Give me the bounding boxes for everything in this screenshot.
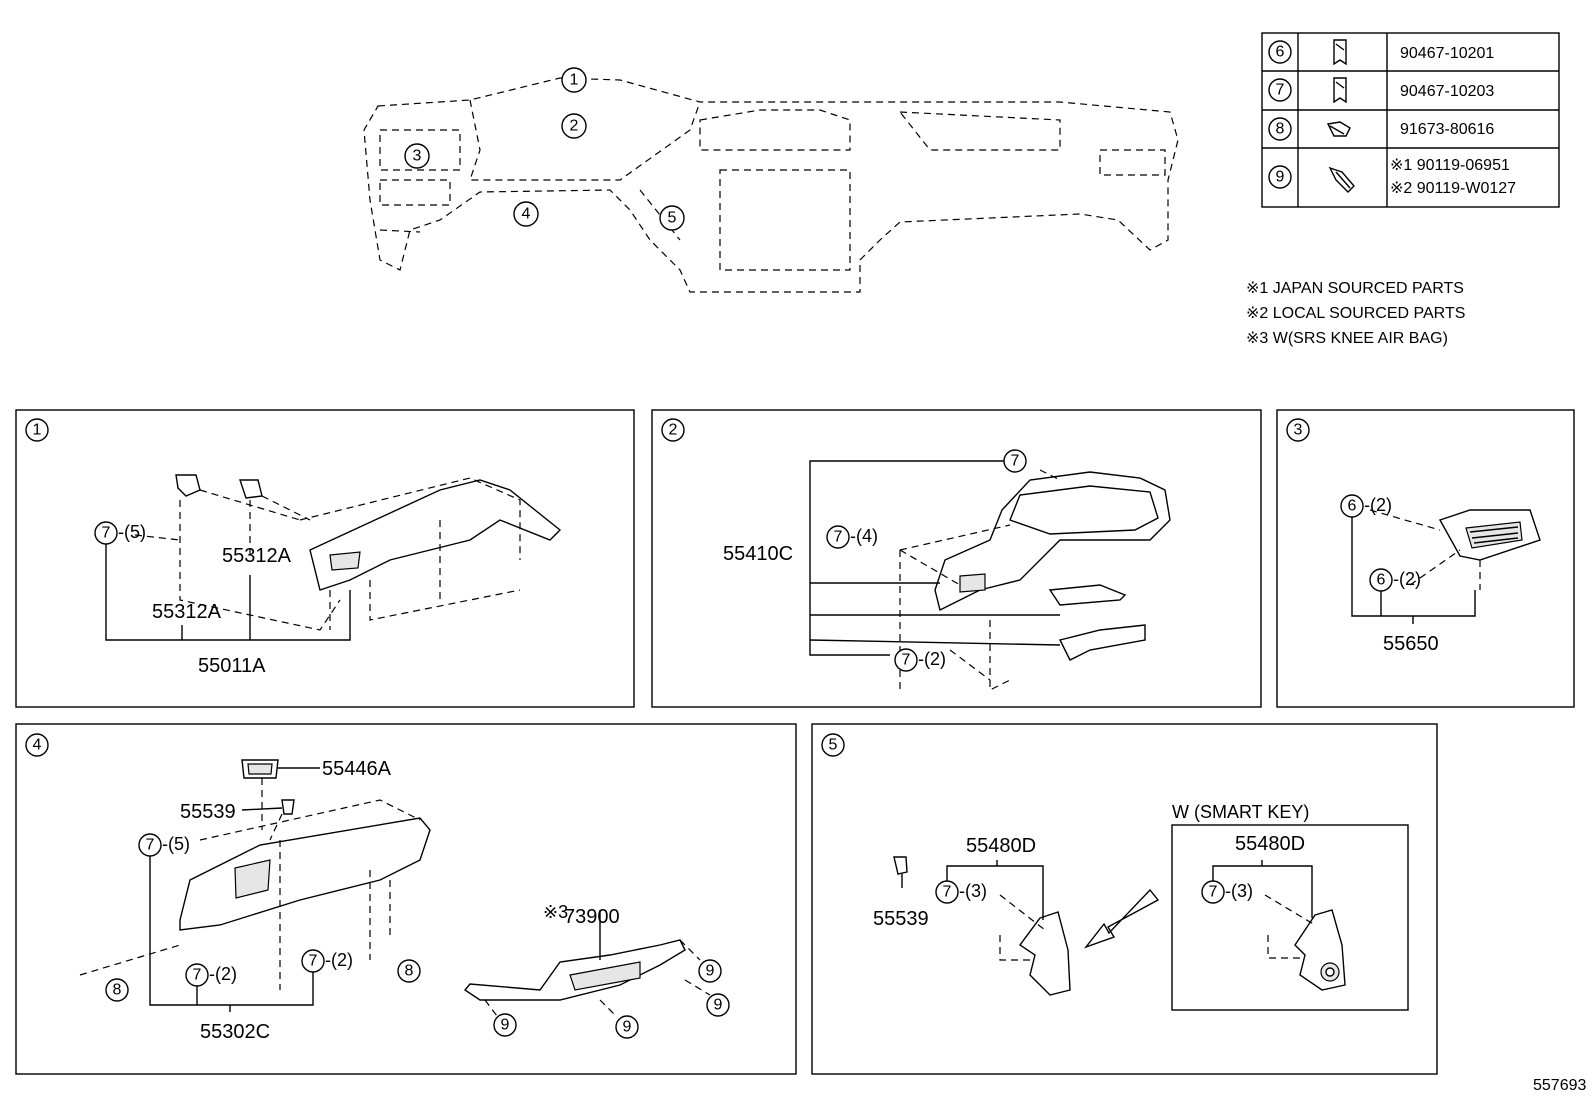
svg-text:2: 2 (570, 118, 579, 135)
part-number: 55539 (873, 908, 929, 930)
svg-text:90467-10201: 90467-10201 (1400, 45, 1494, 62)
overview-callout-1[interactable]: 1 (561, 67, 587, 93)
note-local: ※2 LOCAL SOURCED PARTS (1246, 305, 1465, 322)
table-row[interactable]: 7 90467-10203 (1268, 77, 1494, 104)
smart-key-label: W (SMART KEY) (1172, 802, 1309, 822)
panel-4-callout[interactable]: 4 (25, 733, 49, 757)
svg-text:7: 7 (102, 525, 111, 542)
svg-text:4: 4 (522, 206, 531, 223)
svg-text:-(2): -(2) (1393, 569, 1421, 589)
svg-text:7: 7 (1276, 82, 1285, 99)
table-row[interactable]: 9 ※1 90119-06951 ※2 90119-W0127 (1268, 157, 1516, 197)
svg-text:3: 3 (1294, 422, 1303, 439)
dashboard-overview (363, 77, 1179, 293)
svg-text:1: 1 (33, 422, 42, 439)
overview-callout-4[interactable]: 4 (513, 201, 539, 227)
svg-text:7: 7 (902, 652, 911, 669)
svg-text:5: 5 (829, 737, 838, 754)
svg-text:7: 7 (309, 953, 318, 970)
svg-text:6: 6 (1348, 498, 1357, 515)
table-row[interactable]: 8 91673-80616 (1268, 117, 1494, 141)
clip-icon (1333, 39, 1347, 66)
svg-text:9: 9 (501, 1017, 510, 1034)
svg-text:7: 7 (1011, 453, 1020, 470)
svg-text:-(2): -(2) (1364, 495, 1392, 515)
panel-4: 4 55446A 55539 7 -(5) 7 -(2) 7 -(2) 8 8 (15, 723, 797, 1075)
part-number: 55539 (180, 801, 236, 823)
svg-text:6: 6 (1276, 44, 1285, 61)
svg-text:8: 8 (1276, 121, 1285, 138)
part-number: 55446A (322, 758, 392, 780)
fastener-table (1261, 32, 1560, 208)
svg-text:9: 9 (1276, 169, 1285, 186)
svg-text:5: 5 (668, 210, 677, 227)
part-number: 55480D (1235, 833, 1305, 855)
clip-icon (1333, 77, 1347, 104)
panel-1: 1 7 -(5) 55312A 55312A 55011A (15, 409, 635, 708)
panel-5-callout[interactable]: 5 (821, 733, 845, 757)
svg-text:7: 7 (193, 967, 202, 984)
svg-text:-(2): -(2) (918, 649, 946, 669)
panel-2: 2 7 7 -(4) 7 -(2) 55410C (651, 409, 1262, 708)
svg-text:7: 7 (1209, 884, 1218, 901)
notes: ※1 JAPAN SOURCED PARTS ※2 LOCAL SOURCED … (1246, 280, 1465, 347)
diagram-id: 557693 (1533, 1077, 1586, 1094)
panel-3-callout[interactable]: 3 (1286, 418, 1310, 442)
part-number: 55312A (152, 601, 222, 623)
table-row[interactable]: 6 90467-10201 (1268, 39, 1494, 66)
part-number: 55302C (200, 1021, 270, 1043)
svg-text:-(5): -(5) (162, 834, 190, 854)
svg-text:9: 9 (714, 997, 723, 1014)
svg-text:91673-80616: 91673-80616 (1400, 121, 1494, 138)
svg-text:2: 2 (669, 422, 678, 439)
svg-text:1: 1 (570, 72, 579, 89)
part-number: 73900 (564, 906, 620, 928)
svg-text:-(3): -(3) (959, 881, 987, 901)
panel-2-callout[interactable]: 2 (661, 418, 685, 442)
svg-text:※2 90119-W0127: ※2 90119-W0127 (1390, 180, 1516, 197)
svg-text:8: 8 (405, 963, 414, 980)
screw-icon (1326, 121, 1351, 137)
svg-text:-(2): -(2) (325, 950, 353, 970)
panel-5: 5 55539 7 -(3) 55480D W (SMART KEY) 5548… (811, 723, 1438, 1075)
svg-text:-(2): -(2) (209, 964, 237, 984)
svg-text:90467-10203: 90467-10203 (1400, 83, 1494, 100)
svg-text:3: 3 (413, 148, 422, 165)
svg-text:6: 6 (1377, 572, 1386, 589)
svg-text:※1 90119-06951: ※1 90119-06951 (1390, 157, 1510, 174)
svg-text:9: 9 (706, 963, 715, 980)
panel-1-callout[interactable]: 1 (25, 418, 49, 442)
overview-callout-5[interactable]: 5 (659, 205, 685, 231)
svg-text:7: 7 (943, 884, 952, 901)
svg-text:-(3): -(3) (1225, 881, 1253, 901)
note-airbag: ※3 W(SRS KNEE AIR BAG) (1246, 330, 1448, 347)
svg-text:4: 4 (33, 737, 42, 754)
bolt-icon (1328, 166, 1355, 193)
svg-text:7: 7 (834, 529, 843, 546)
svg-text:-(5): -(5) (118, 522, 146, 542)
note-japan: ※1 JAPAN SOURCED PARTS (1246, 280, 1464, 297)
svg-text:9: 9 (623, 1019, 632, 1036)
overview-callout-3[interactable]: 3 (404, 143, 430, 169)
part-number: 55410C (723, 543, 793, 565)
panel-3: 3 6 -(2) 6 -(2) 55650 (1276, 409, 1575, 708)
part-number: 55312A (222, 545, 292, 567)
overview-callout-2[interactable]: 2 (561, 113, 587, 139)
part-number: 55480D (966, 835, 1036, 857)
part-number: 55650 (1383, 633, 1439, 655)
svg-text:8: 8 (113, 982, 122, 999)
svg-text:※3: ※3 (543, 902, 568, 922)
svg-text:7: 7 (146, 837, 155, 854)
part-number: 55011A (198, 655, 266, 677)
svg-text:-(4): -(4) (850, 526, 878, 546)
